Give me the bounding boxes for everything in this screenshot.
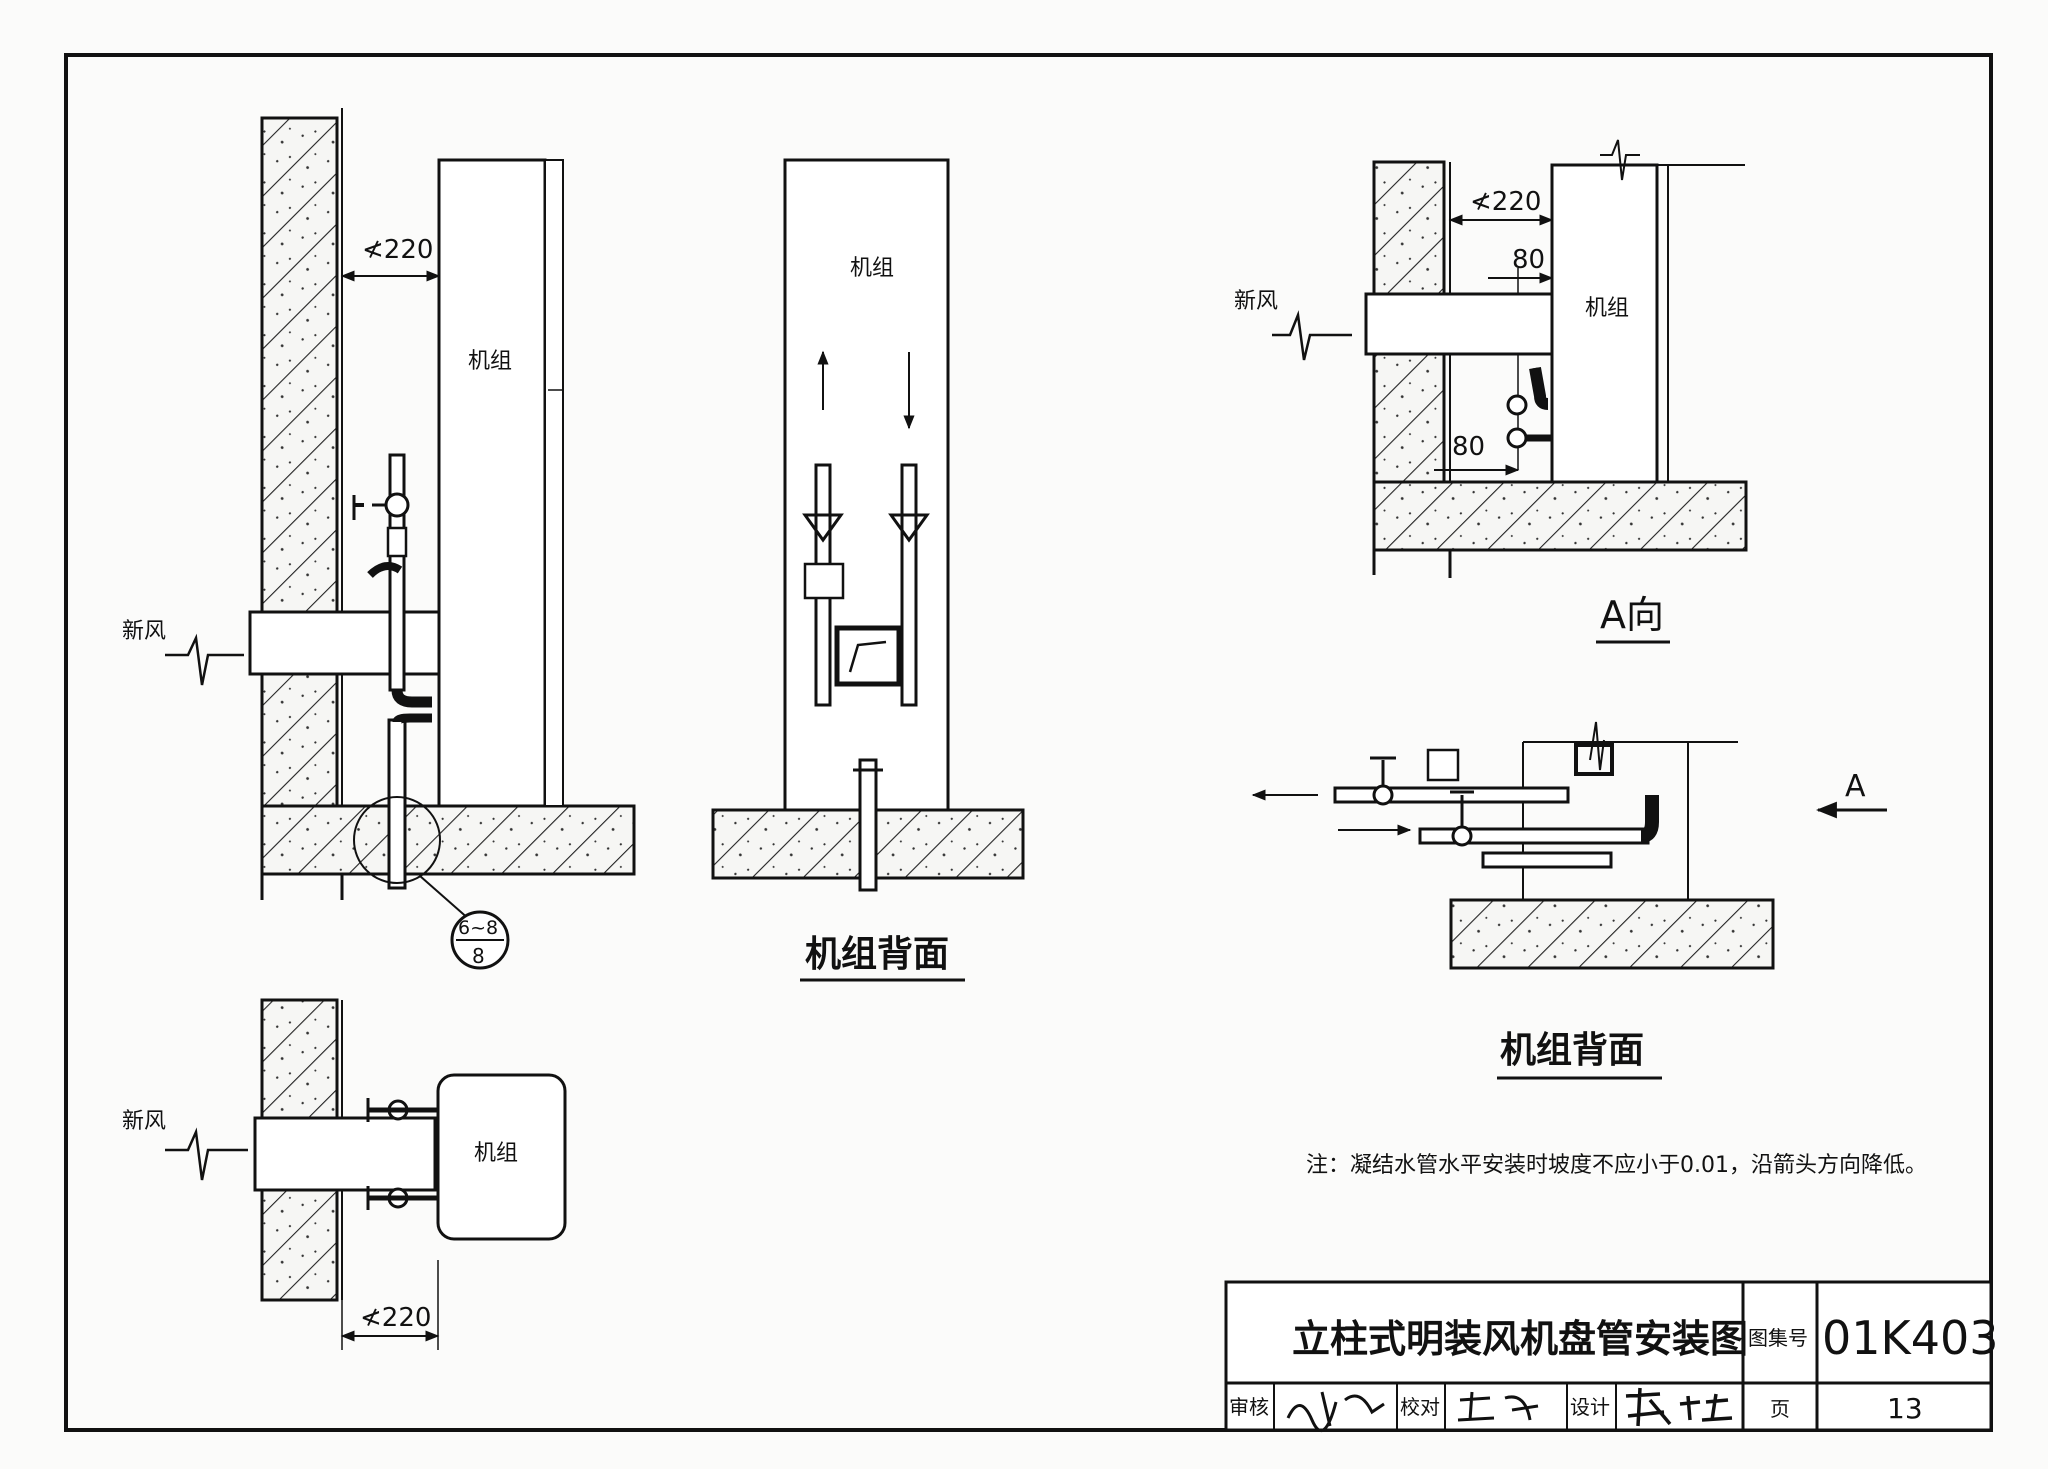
a-view-duct	[1364, 292, 1554, 356]
a-direction-view: 机组 ≮220 80 80 新风 A向	[1234, 139, 1748, 644]
plan-unit-body	[436, 1073, 567, 1241]
plan-fresh-air-duct	[253, 1116, 437, 1192]
plan-dim-220-label: ≮220	[360, 1303, 431, 1333]
atlas-number: 01K403	[1822, 1311, 1999, 1365]
atlas-label: 图集号	[1748, 1326, 1808, 1350]
title-block: 立柱式明装风机盘管安装图 图集号 01K403 审核 校对 设计 页 13	[1224, 1280, 1999, 1433]
review-signature	[1286, 1391, 1385, 1433]
back-filter-box	[803, 562, 845, 600]
back-unit-body	[783, 158, 950, 812]
dim-220-label: ≮220	[362, 235, 433, 265]
side-section-view: 机组 ≮220 新风 6~8 8	[122, 108, 636, 970]
back-view-title: 机组背面	[805, 934, 949, 975]
review-label: 审核	[1229, 1395, 1269, 1419]
drawing-title: 立柱式明装风机盘管安装图	[1292, 1317, 1748, 1361]
plan-fresh-air-label: 新风	[122, 1109, 166, 1134]
gate-valve-icon	[352, 492, 410, 578]
a-view-fresh-air: 新风	[1234, 289, 1278, 314]
rb-pipe-top	[1333, 786, 1570, 804]
rb-valve-icon	[1370, 756, 1474, 847]
plan-valve-icon	[366, 1098, 438, 1210]
a-view-unit-label: 机组	[1585, 296, 1629, 321]
back-view-middle: 机组 机组背面	[711, 158, 1025, 982]
a-view-unit	[1550, 163, 1659, 484]
design-label: 设计	[1570, 1395, 1610, 1419]
a-view-slab	[1372, 480, 1748, 552]
installation-note: 注：凝结水管水平安装时坡度不应小于0.01，沿箭头方向降低。	[1306, 1153, 1927, 1178]
a-view-title: A向	[1600, 593, 1664, 637]
back-view-right: A 机组背面	[1251, 721, 1887, 1080]
check-label: 校对	[1400, 1395, 1440, 1419]
drawing-frame	[64, 53, 1993, 1432]
rb-drain-pipe	[1481, 851, 1613, 869]
rb-view-title: 机组背面	[1500, 1030, 1644, 1071]
check-signature	[1457, 1391, 1539, 1422]
detail-ref-top: 6~8	[458, 917, 498, 939]
wall-hatch	[260, 116, 339, 808]
detail-circle	[353, 796, 441, 884]
unit-body	[437, 158, 547, 808]
fresh-air-label: 新风	[122, 619, 166, 644]
design-signature	[1625, 1387, 1733, 1427]
plan-view: 新风 机组 ≮220	[122, 998, 567, 1350]
floor-slab	[260, 804, 636, 876]
unit-label: 机组	[468, 349, 512, 374]
back-unit-label: 机组	[850, 256, 894, 281]
back-drain-pipe	[858, 758, 878, 892]
rb-arrow-a-label: A	[1845, 769, 1866, 804]
detail-ref-bottom: 8	[472, 944, 485, 968]
plan-unit-label: 机组	[474, 1141, 518, 1166]
a-view-dim-220: ≮220	[1470, 187, 1541, 217]
back-drain-pan	[834, 625, 902, 687]
fresh-air-duct	[248, 610, 441, 676]
page-number: 13	[1887, 1392, 1923, 1425]
rb-strainer-box	[1426, 748, 1460, 782]
a-view-dim-80-top: 80	[1512, 245, 1545, 275]
page-label: 页	[1770, 1397, 1790, 1421]
rb-slab	[1449, 898, 1775, 970]
a-view-dim-80-bottom: 80	[1452, 432, 1485, 462]
drain-pipe	[387, 718, 407, 890]
back-pipe-right	[900, 463, 918, 707]
